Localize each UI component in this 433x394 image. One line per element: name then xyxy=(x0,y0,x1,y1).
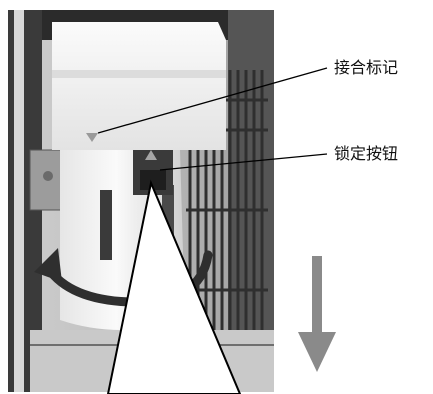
down-arrow-shaft xyxy=(312,256,322,342)
lock-button-label: 锁定按钮 xyxy=(334,144,399,163)
canister-slot xyxy=(100,190,112,260)
left-frame-edge xyxy=(14,10,24,392)
right-wall xyxy=(228,10,274,392)
pointer-triangle xyxy=(106,179,242,394)
engage-mark-label: 接合标记 xyxy=(334,58,399,77)
filter-cap xyxy=(52,22,226,150)
engage-mark-symbol xyxy=(86,133,98,142)
bracket-screw xyxy=(43,171,53,181)
cap-band xyxy=(52,70,226,78)
lock-button xyxy=(140,170,166,190)
lock-button-leader xyxy=(159,153,328,171)
rotation-arrow-head xyxy=(34,248,62,282)
lock-button-arrow xyxy=(145,150,157,160)
engage-mark-leader xyxy=(97,67,328,134)
down-arrow-head xyxy=(298,332,336,372)
